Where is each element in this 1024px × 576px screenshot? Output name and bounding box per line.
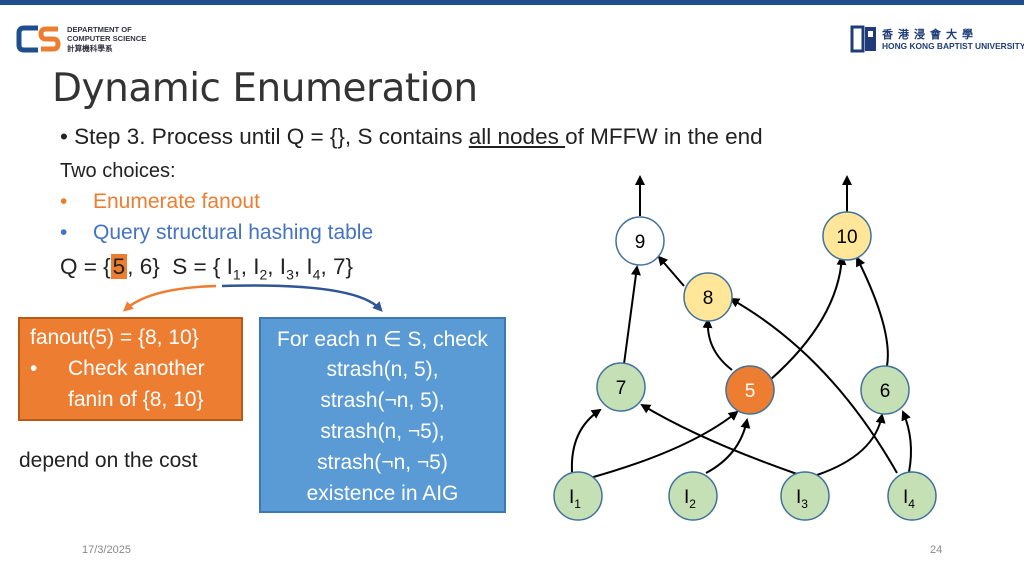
step-text: Step 3. Process until Q = {}, S contains [74,124,469,149]
node-10: 10 [822,211,872,261]
s-comma: , [293,254,307,279]
fanout-line: fanout(5) = {8, 10} [30,326,199,349]
university-name-en: HONG KONG BAPTIST UNIVERSITY [882,41,1024,51]
s-i: I [253,254,260,279]
node-5: 5 [725,365,775,415]
node-i1: I1 [553,471,603,521]
node-7: 7 [596,362,646,412]
strash-box: For each n ∈ S, check strash(n, 5), stra… [259,317,506,513]
s-i: I [306,254,313,279]
strash-line-1: For each n ∈ S, check [277,328,488,351]
step-underlined: all nodes [468,124,566,149]
step-text-end: of MFFW in the end [565,124,763,149]
bullet-dot: • [30,357,38,380]
option-query-hash: • Query structural hashing table [60,221,373,245]
edge-7-9 [623,265,641,365]
edge-5-10 [769,255,847,381]
s-comma: , [240,254,254,279]
strash-line-4: strash(n, ¬5), [320,420,445,443]
step-bullet: • Step 3. Process until Q = {}, S contai… [60,124,763,150]
node-8-label: 8 [703,288,714,309]
node-i2-label: I [684,487,689,508]
bullet-dot: • [60,221,68,244]
node-9-label: 9 [635,232,646,253]
strash-line-5: strash(¬n, ¬5) [317,451,448,474]
node-9: 9 [615,216,665,266]
edge-i1-5 [589,410,739,479]
page-number: 24 [930,544,943,556]
svg-text:I3: I3 [796,487,808,511]
dept-line-2: COMPUTER SCIENCE [67,34,147,44]
node-6-label: 6 [880,381,891,402]
q-highlight: 5 [110,254,128,279]
svg-text:I1: I1 [569,487,581,511]
s-sub-3: 3 [286,266,294,283]
choices-label: Two choices: [60,160,176,182]
university-logo: 香港浸會大學 HONG KONG BAPTIST UNIVERSITY [850,24,1024,54]
node-i2: I2 [668,471,718,521]
node-i4-label: I [903,487,908,508]
hkbu-crest-icon [850,25,876,53]
q-suffix: , 6} [127,254,160,279]
fanout-check-text: Check another [68,357,205,380]
dept-line-1: DEPARTMENT OF [67,25,132,34]
strash-line-2: strash(n, 5), [326,358,439,381]
node-i4: I4 [887,471,937,521]
node-i3-sub: 3 [801,497,808,511]
node-10-label: 10 [836,227,857,248]
svg-text:I4: I4 [903,487,915,511]
option-enumerate-fanout: • Enumerate fanout [60,190,260,214]
edge-i1-7 [570,408,602,473]
q-prefix: Q = { [60,254,111,279]
bullet-dot: • [60,124,68,149]
svg-text:I2: I2 [684,487,696,511]
s-sub-4: 4 [312,266,321,283]
node-i1-label: I [569,487,574,508]
s-sub-2: 2 [259,266,268,283]
dept-line-3: 計算機科學系 [67,43,113,53]
option-1-text: Enumerate fanout [93,190,260,213]
node-i1-sub: 1 [574,497,581,511]
edge-i4-6 [901,410,912,473]
s-i: I [279,254,287,279]
node-i2-sub: 2 [689,497,696,511]
q-s-sets: Q = {5, 6} S = { I1, I2, I3, I4, 7} [60,254,353,283]
fanout-bullet-line: • Check another [30,357,205,381]
slide-date: 17/3/2025 [82,544,131,556]
fanout-fanin-text: fanin of {8, 10} [68,388,204,411]
edge-6-10 [856,256,889,367]
node-5-label: 5 [745,381,756,402]
depend-note: depend on the cost [19,449,198,472]
node-i3: I3 [780,471,830,521]
node-6: 6 [860,365,910,415]
edge-8-9 [657,255,685,287]
cs-logo-icon [16,25,61,53]
node-7-label: 7 [616,378,627,399]
node-8: 8 [683,272,733,322]
s-prefix: S = { I [172,254,233,279]
edge-i3-6 [816,413,886,476]
department-logo: DEPARTMENT OF COMPUTER SCIENCE 計算機科學系 [16,22,166,56]
slide-title: Dynamic Enumeration [52,66,478,111]
edge-i4-8 [729,298,898,474]
strash-line-6: existence in AIG [306,482,459,505]
strash-line-3: strash(¬n, 5), [320,389,445,412]
fanout-box: fanout(5) = {8, 10} • Check another fanin… [18,317,243,421]
s-comma: , [267,254,280,279]
node-i3-label: I [796,487,801,508]
s-suffix: , 7} [320,254,353,279]
edge-i3-7 [640,403,798,475]
edge-5-8 [702,318,733,371]
bullet-dot: • [60,190,68,213]
s-sub-1: 1 [232,266,241,283]
university-name-cn: 香港浸會大學 [882,29,978,41]
node-i4-sub: 4 [908,497,915,511]
top-bar [0,0,1024,5]
option-2-text: Query structural hashing table [93,221,374,244]
department-name: DEPARTMENT OF COMPUTER SCIENCE 計算機科學系 [67,25,146,53]
